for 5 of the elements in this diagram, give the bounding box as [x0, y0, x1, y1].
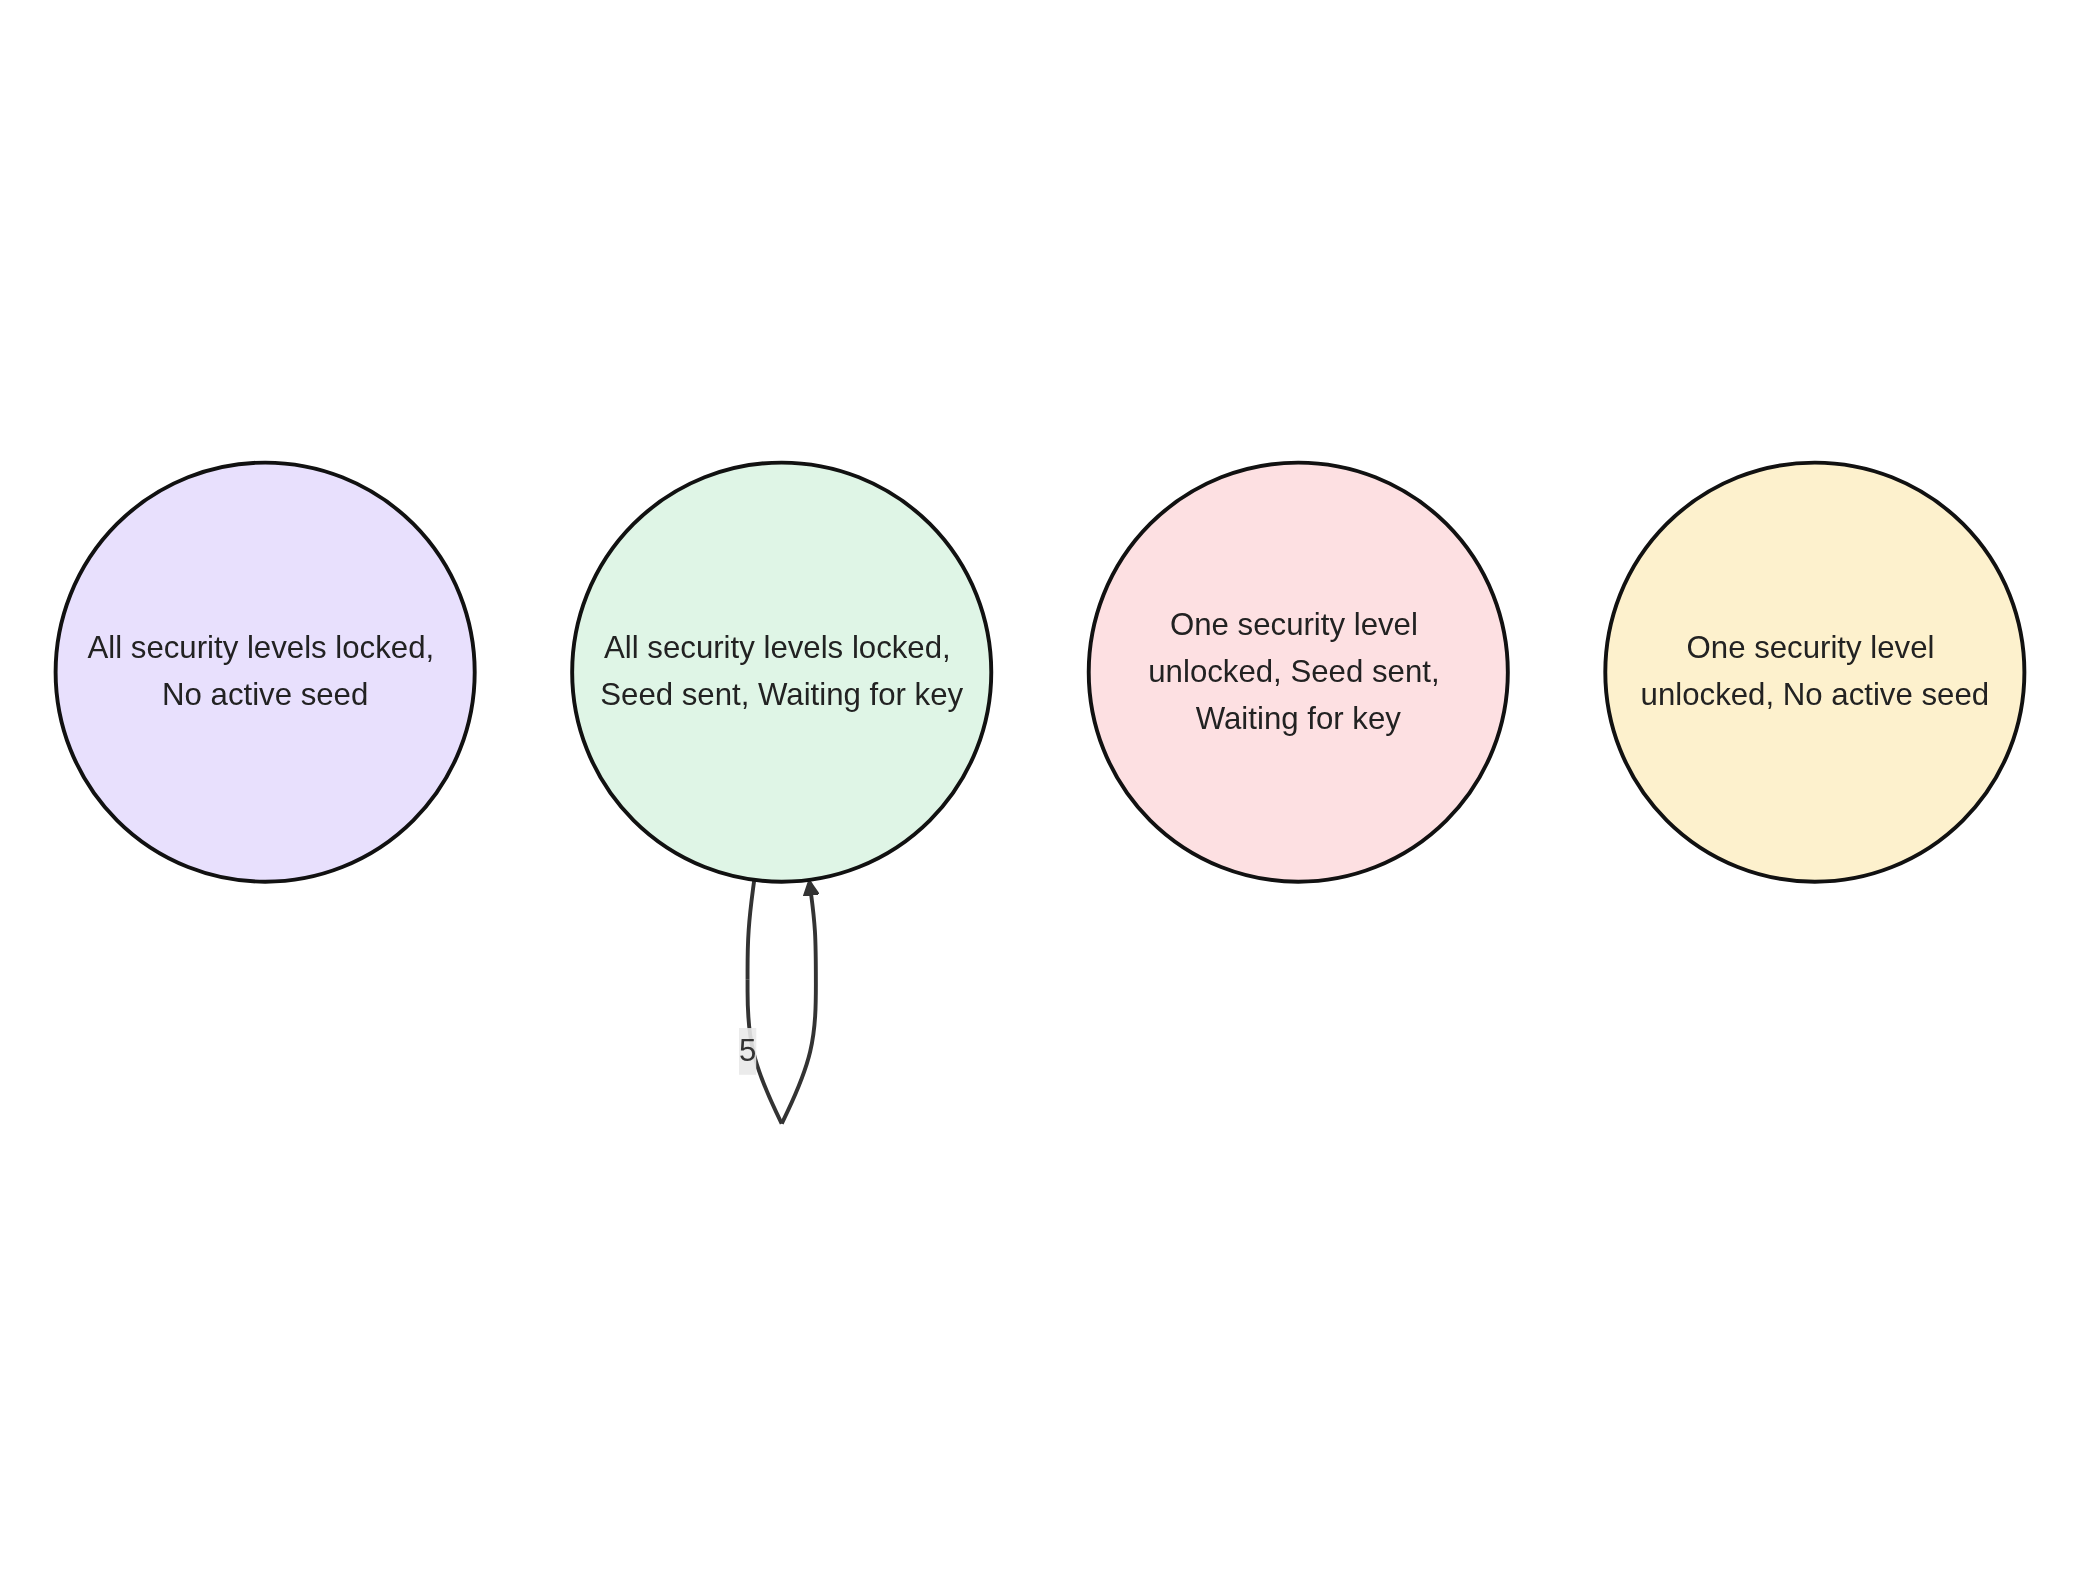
node-circle: All security levels locked, Seed sent, Waiting for key	[570, 460, 994, 884]
node-circle: One security level unlocked, Seed sent, Waiting for key	[1086, 460, 1510, 884]
node-circle: One security level unlocked, No active seed	[1603, 460, 2027, 884]
node-circle: All security levels locked, No active seed	[53, 460, 477, 884]
edge-label: 5	[738, 1033, 757, 1067]
